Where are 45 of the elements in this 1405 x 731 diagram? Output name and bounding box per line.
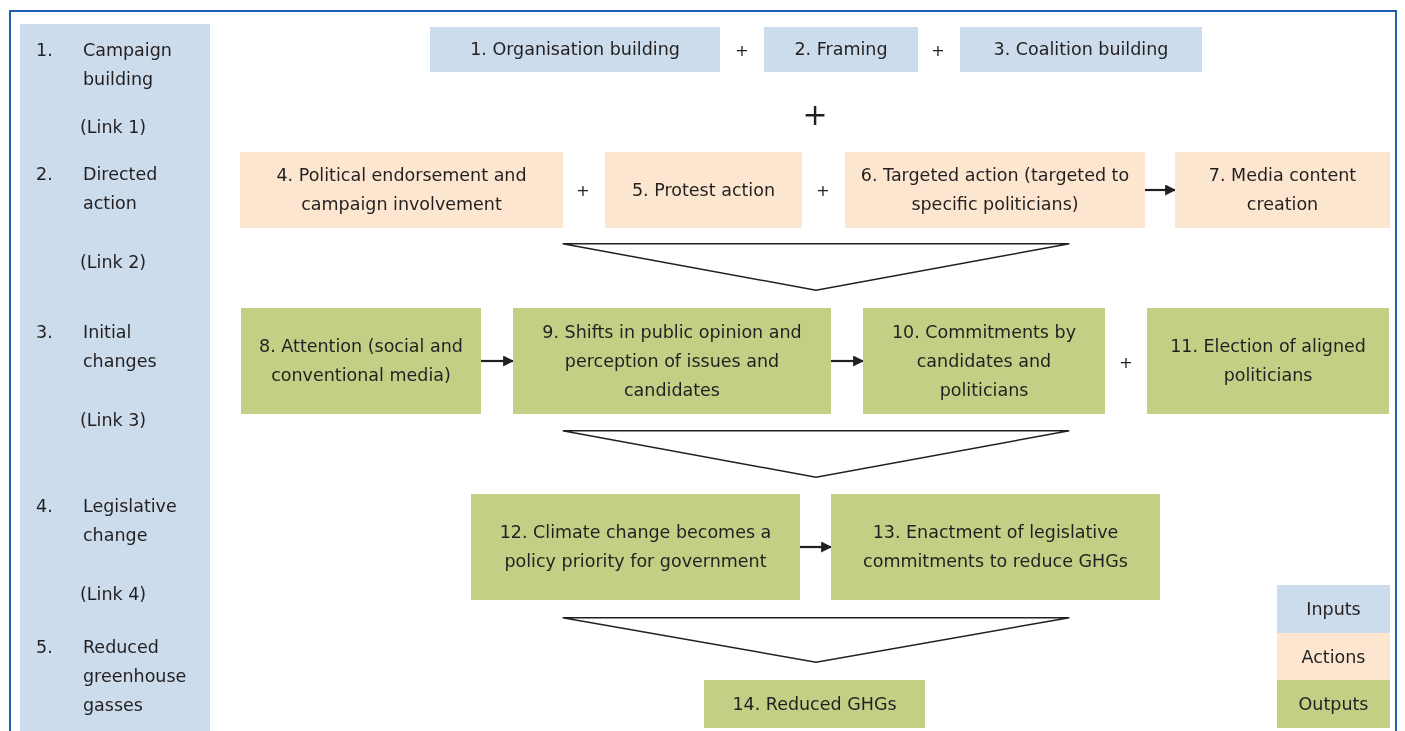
plus-sign: + (931, 40, 945, 60)
step-box: 3. Coalition building (960, 27, 1202, 72)
step-box: 8. Attention (social and conventional media) (241, 308, 481, 414)
stage-number: 4. (36, 495, 53, 518)
link-label: (Link 1) (80, 116, 147, 139)
link-label: (Link 2) (80, 251, 147, 274)
step-box: 12. Climate change becomes a policy priority for government (471, 494, 800, 600)
stage-panel (20, 24, 210, 731)
step-box: 2. Framing (764, 27, 918, 72)
stage-label: Initial changes (83, 321, 158, 373)
link-label: (Link 4) (80, 583, 147, 606)
plus-sign: + (802, 96, 828, 132)
arrow (800, 541, 833, 553)
step-box: 5. Protest action (605, 152, 802, 228)
stage-number: 1. (36, 39, 53, 62)
stage-label: Reduced greenhouse gasses (83, 636, 188, 717)
plus-sign: + (735, 40, 749, 60)
plus-sign: + (816, 180, 830, 200)
step-box: 1. Organisation building (430, 27, 720, 72)
step-box: 11. Election of aligned politicians (1147, 308, 1389, 414)
stage-number: 2. (36, 163, 53, 186)
plus-sign: + (576, 180, 590, 200)
step-box: 4. Political endorsement and campaign involvement (240, 152, 563, 228)
legend-swatch: Inputs (1277, 585, 1390, 633)
stage-number: 3. (36, 321, 53, 344)
step-box: 9. Shifts in public opinion and perception of issues and candidates (513, 308, 831, 414)
legend-swatch: Actions (1277, 632, 1390, 681)
step-box: 13. Enactment of legislative commitments to reduce GHGs (831, 494, 1160, 600)
step-box: 10. Commitments by candidates and politicians (863, 308, 1105, 414)
step-box: 14. Reduced GHGs (704, 680, 925, 728)
stage-number: 5. (36, 636, 53, 659)
stage-label: Legislative change (83, 495, 178, 547)
funnel-triangle (562, 430, 1070, 478)
stage-label: Campaign building (83, 39, 173, 91)
arrow (831, 355, 865, 367)
arrow (481, 355, 515, 367)
link-label: (Link 3) (80, 409, 147, 432)
step-box: 7. Media content creation (1175, 152, 1390, 228)
plus-sign: + (1119, 352, 1133, 372)
legend-swatch: Outputs (1277, 680, 1390, 729)
funnel-triangle (562, 617, 1070, 663)
arrow (1145, 184, 1177, 196)
step-box: 6. Targeted action (targeted to specific politicians) (845, 152, 1145, 228)
funnel-triangle (562, 243, 1070, 291)
stage-label: Directed action (83, 163, 159, 215)
